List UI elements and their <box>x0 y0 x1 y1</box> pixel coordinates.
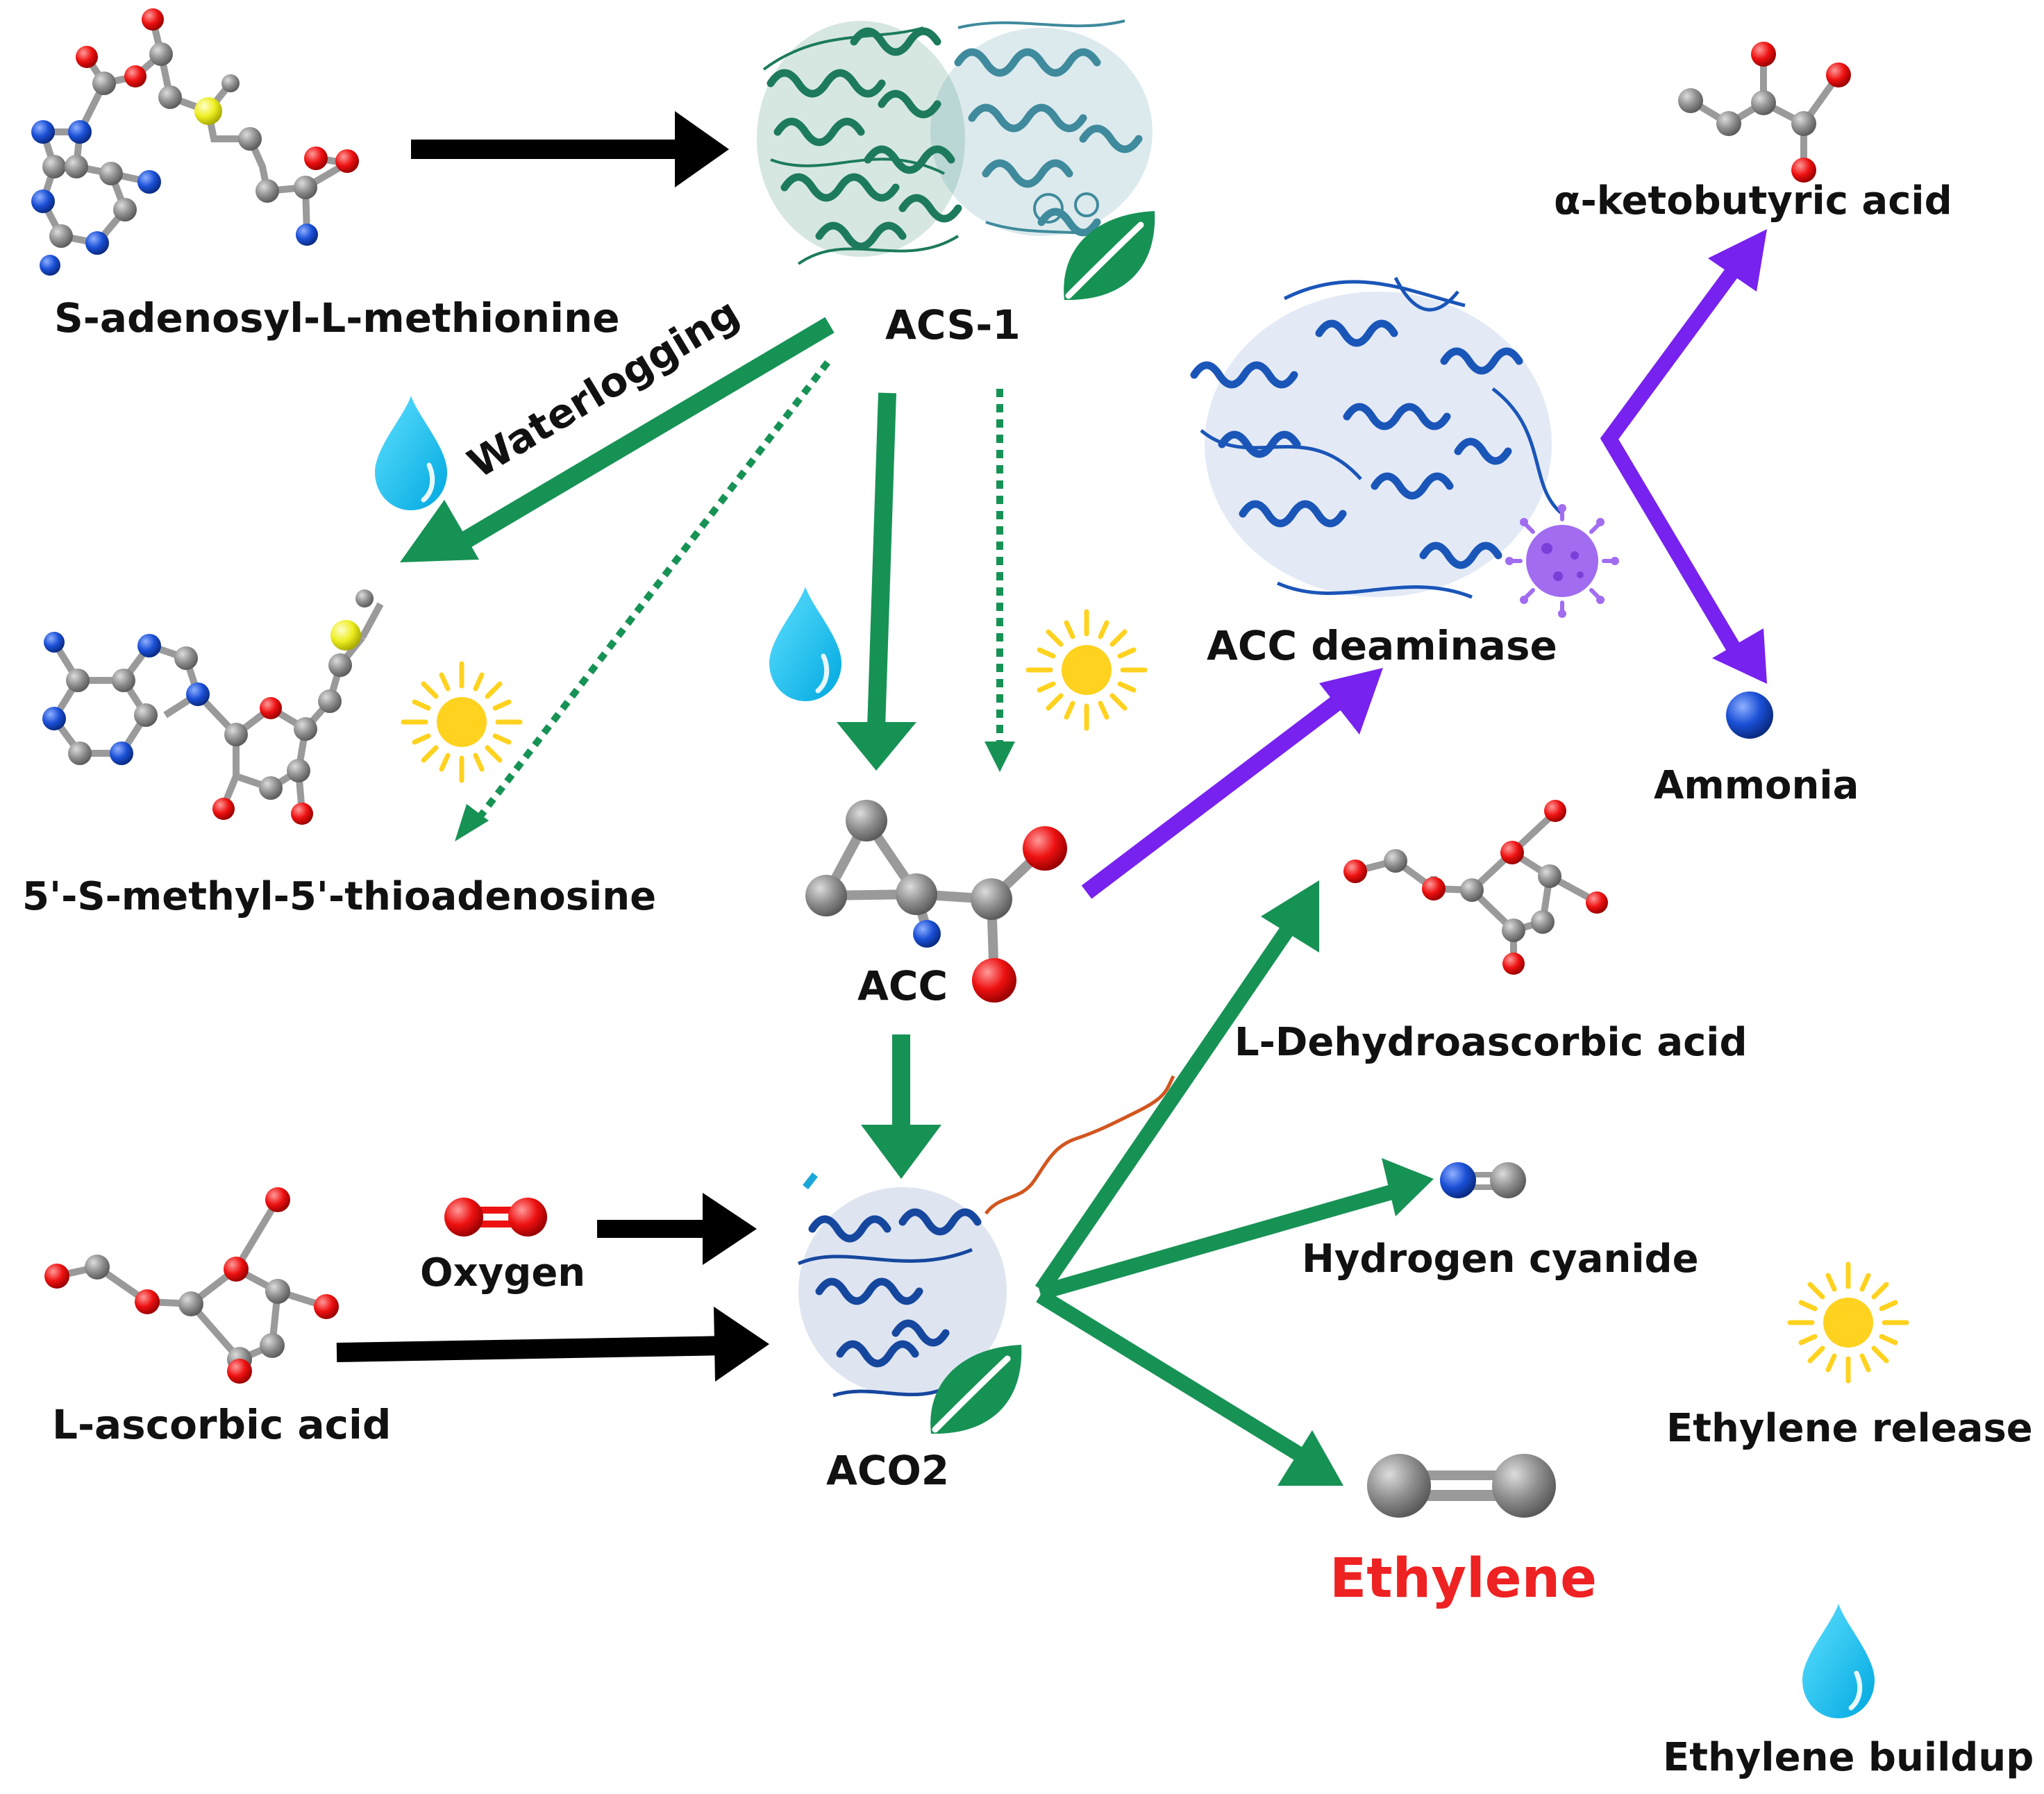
arrow-aco2-to-hcn-head <box>1382 1158 1434 1216</box>
ketobutyric-molecule <box>1678 42 1851 183</box>
arrow-aco2-to-ethylene <box>1036 1289 1309 1465</box>
arrow-acs1-to-mta-dotted-head <box>455 804 489 841</box>
ethylene-molecule <box>1367 1454 1556 1518</box>
aco2-label: ACO2 <box>826 1447 949 1494</box>
ascorbic-molecule <box>44 1187 339 1384</box>
arrow-acs1-to-acc <box>867 392 896 728</box>
dehydroascorbic-molecule <box>1343 800 1608 975</box>
labels: S-adenosyl-L-methionine ACS-1 Waterloggi… <box>22 178 2034 1780</box>
sun-icon <box>1790 1264 1907 1381</box>
sam-label: S-adenosyl-L-methionine <box>54 294 620 342</box>
arrow-oxygen-to-aco2-head <box>703 1193 757 1265</box>
arrows <box>336 111 1767 1486</box>
sun-icon <box>403 664 520 780</box>
mta-label: 5'-S-methyl-5'-thioadenosine <box>22 874 656 919</box>
arrow-aco2-to-dehydroascorbic <box>1034 917 1300 1295</box>
ammonia-label: Ammonia <box>1654 763 1859 808</box>
acc-deaminase-protein <box>1190 276 1564 599</box>
arrow-acc-to-deaminase <box>1081 694 1344 899</box>
water-drop-icon <box>769 587 841 701</box>
acs1-protein <box>757 19 1153 265</box>
bacterium-icon <box>1505 504 1619 618</box>
arrow-ascorbic-to-aco2 <box>336 1336 730 1362</box>
arrow-to-ammonia-head <box>1712 628 1767 684</box>
arrow-aco2-to-ethylene-head <box>1278 1430 1343 1486</box>
ethylene-label: Ethylene <box>1330 1548 1597 1610</box>
sun-icon <box>1028 612 1145 728</box>
legend-ethylene-buildup-label: Ethylene buildup <box>1663 1735 2034 1780</box>
arrow-aco2-to-dehydroascorbic-head <box>1261 880 1319 953</box>
ammonia-molecule <box>1726 691 1773 739</box>
arrow-acs1-to-mta-head <box>400 500 479 562</box>
aco2-protein <box>798 1075 1175 1398</box>
mta-molecule <box>42 589 384 825</box>
sam-molecule <box>31 8 359 276</box>
hcn-label: Hydrogen cyanide <box>1302 1236 1699 1282</box>
arrow-acc-to-aco2-head <box>861 1125 941 1179</box>
arrow-acs1-to-mta <box>446 317 835 557</box>
oxygen-label: Oxygen <box>420 1250 585 1296</box>
arrow-to-ketobutyric-head <box>1708 229 1767 292</box>
oxygen-molecule <box>444 1198 547 1236</box>
water-drop-icon <box>1802 1604 1875 1718</box>
acs1-label: ACS-1 <box>885 301 1021 349</box>
arrow-acc-to-deaminase-head <box>1319 668 1383 735</box>
hcn-molecule <box>1440 1162 1526 1198</box>
ascorbic-label: L-ascorbic acid <box>52 1401 391 1448</box>
acc-molecule <box>805 800 1067 1003</box>
arrow-ascorbic-to-aco2-head <box>714 1307 769 1382</box>
legend-ethylene-release-label: Ethylene release <box>1666 1406 2033 1451</box>
ketobutyric-label: α-ketobutyric acid <box>1554 178 1952 224</box>
acc-label: ACC <box>857 962 948 1009</box>
arrow-sam-to-acs1-head <box>675 111 729 187</box>
dehydroascorbic-label: L-Dehydroascorbic acid <box>1234 1020 1748 1065</box>
acc-deaminase-label: ACC deaminase <box>1207 622 1557 669</box>
arrow-acs1-to-acc-head <box>837 722 916 771</box>
water-drop-icon <box>375 396 447 510</box>
arrow-acs1-to-mta-dotted <box>476 360 830 821</box>
arrow-aco2-to-hcn <box>1037 1184 1397 1300</box>
arrow-acs1-to-acc-dotted-head <box>985 741 1015 772</box>
arrow-deaminase-split <box>1600 262 1742 653</box>
